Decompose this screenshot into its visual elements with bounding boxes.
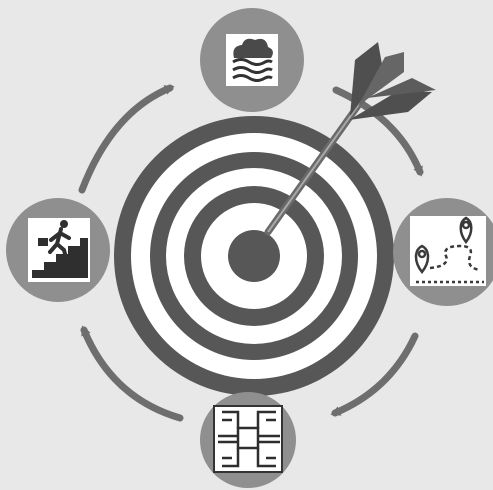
dart-icon xyxy=(264,42,436,236)
dart-fin-back xyxy=(358,52,404,106)
dart-fin-lower xyxy=(349,90,432,120)
target-bullseye xyxy=(228,230,280,282)
arrow-bottom-to-left xyxy=(80,325,184,422)
businessman-climbing-stairs-icon xyxy=(32,220,88,278)
dart-shaft-highlight xyxy=(267,99,363,233)
arrow-top-to-right xyxy=(332,86,424,177)
dart-fin-upper xyxy=(350,42,383,116)
cloud-wind-icon xyxy=(232,38,273,82)
cycle-arrows xyxy=(78,84,424,422)
target xyxy=(114,116,394,396)
node-bottom xyxy=(200,392,296,488)
arrow-right-to-bottom xyxy=(330,332,419,417)
teamwork-hands-icon xyxy=(218,410,280,468)
dart-fin-side xyxy=(367,78,436,98)
arrow-left-to-top xyxy=(78,84,175,194)
node-right xyxy=(393,198,493,306)
icon-box-bottom xyxy=(213,405,283,473)
node-top xyxy=(200,8,304,112)
route-map-icon xyxy=(414,216,484,284)
node-left xyxy=(6,198,110,302)
